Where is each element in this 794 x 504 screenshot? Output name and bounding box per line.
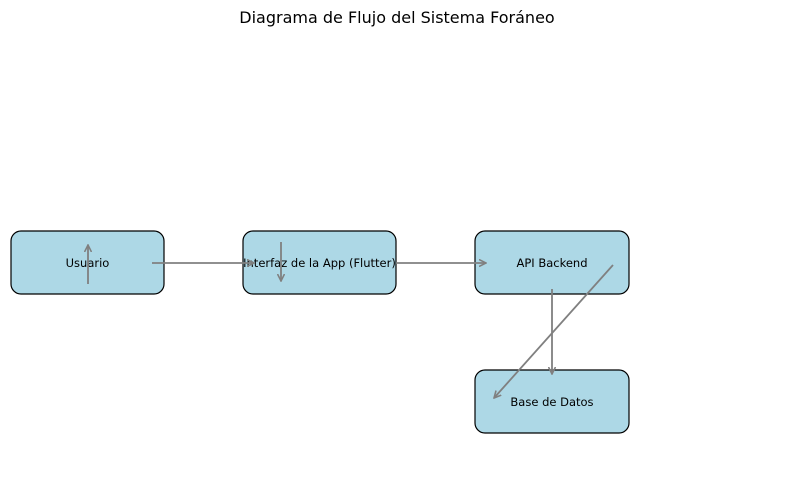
node-bd: Base de Datos: [474, 369, 630, 434]
node-interfaz: Interfaz de la App (Flutter): [242, 230, 397, 295]
diagram-title: Diagrama de Flujo del Sistema Foráneo: [239, 8, 555, 27]
arrow-api-diagonal-to-bd: [494, 264, 614, 398]
node-interfaz-label: Interfaz de la App (Flutter): [243, 256, 396, 270]
node-api: API Backend: [474, 230, 630, 295]
node-api-label: API Backend: [516, 256, 587, 270]
node-bd-label: Base de Datos: [510, 395, 593, 409]
